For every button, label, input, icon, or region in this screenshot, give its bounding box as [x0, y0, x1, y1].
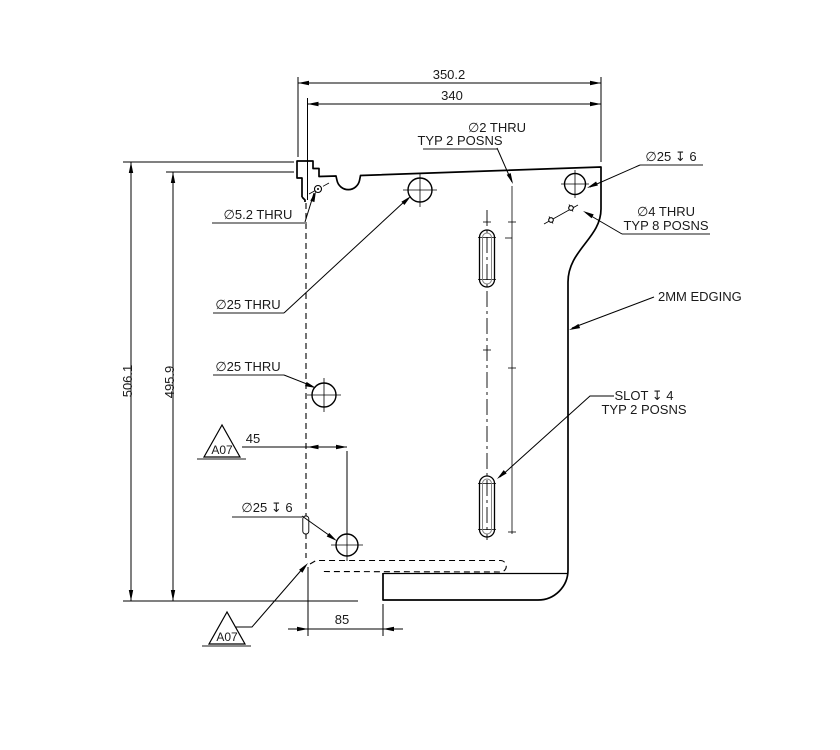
datum-flag-top: A07: [197, 423, 246, 460]
slot-upper: [478, 229, 496, 288]
dim-hole-offset-label: 45: [246, 431, 260, 446]
hidden-lines: [302, 203, 507, 573]
note-hole25-upper: ∅25 THRU: [213, 196, 411, 314]
note-hole25-lower: ∅25 THRU: [213, 359, 316, 388]
dim-hole-offset: 45: [242, 431, 348, 534]
dim-step-offset-label: 85: [335, 612, 349, 627]
note-hole2: ∅2 THRU TYP 2 POSNS: [417, 120, 526, 184]
hole-25-lower: [307, 378, 341, 412]
note-cbore-top-right: ∅25 ↧ 6: [587, 149, 703, 188]
dim-height-inner: 495.9: [162, 171, 294, 601]
dim-height-outer: 506.1: [120, 161, 358, 602]
hidden-bottom-slot: [309, 559, 507, 573]
slots: [478, 229, 496, 538]
hole25-upper-note: ∅25 THRU: [215, 297, 280, 312]
cbore-bottom-note: ∅25 ↧ 6: [241, 500, 292, 515]
hole-4-a: [548, 217, 554, 223]
corner-jog: [301, 196, 306, 202]
hole25-lower-note: ∅25 THRU: [215, 359, 280, 374]
note-slot: SLOT ↧ 4 TYP 2 POSNS: [497, 388, 687, 479]
hole-25-upper: [403, 173, 437, 207]
note-hole4: ∅4 THRU TYP 8 POSNS: [583, 204, 710, 235]
cbore-25-top-right: [561, 170, 589, 198]
hole4-note-line2: TYP 8 POSNS: [623, 218, 708, 233]
dim-height-outer-label: 506.1: [120, 365, 135, 398]
hole52-note: ∅5.2 THRU: [224, 207, 293, 222]
dim-width-outer-label: 350.2: [433, 67, 466, 82]
leader-notes: ∅2 THRU TYP 2 POSNS ∅25 ↧ 6 ∅4 THRU TYP …: [212, 120, 742, 541]
hole2-note-line2: TYP 2 POSNS: [417, 133, 502, 148]
bend-relief-slot: [302, 515, 310, 535]
hole-52: [313, 184, 323, 194]
part-outline: [296, 160, 602, 601]
note-cbore-bottom: ∅25 ↧ 6: [232, 500, 337, 541]
dim-width-inner-label: 340: [441, 88, 463, 103]
datum-top-label: A07: [211, 443, 233, 457]
hole4-note-line1: ∅4 THRU: [637, 204, 695, 219]
dim-width-inner: 340: [307, 88, 601, 200]
dim-height-inner-label: 495.9: [162, 366, 177, 399]
centerlines: [308, 182, 579, 540]
center-ticks: [478, 204, 574, 533]
datum-flags: A07 A07: [197, 423, 308, 647]
cbore-tr-note: ∅25 ↧ 6: [645, 149, 696, 164]
slot-note-line1: SLOT ↧ 4: [614, 388, 673, 403]
edging-note: 2MM EDGING: [658, 289, 742, 304]
dim-step-offset: 85: [288, 567, 403, 636]
hole-4-b: [568, 205, 574, 211]
datum-flag-bottom: A07: [202, 563, 308, 647]
datum-bottom-label: A07: [216, 630, 238, 644]
hole2-note-line1: ∅2 THRU: [468, 120, 526, 135]
dim-width-outer: 350.2: [297, 67, 602, 162]
holes: [307, 170, 589, 561]
note-edging: 2MM EDGING: [569, 289, 742, 330]
dimensions: 350.2 340 506.1 495.9: [120, 67, 602, 636]
part-body-outline: [296, 160, 602, 601]
slot-lower: [478, 475, 496, 538]
slot-note-line2: TYP 2 POSNS: [601, 402, 686, 417]
note-hole52: ∅5.2 THRU: [212, 191, 316, 224]
